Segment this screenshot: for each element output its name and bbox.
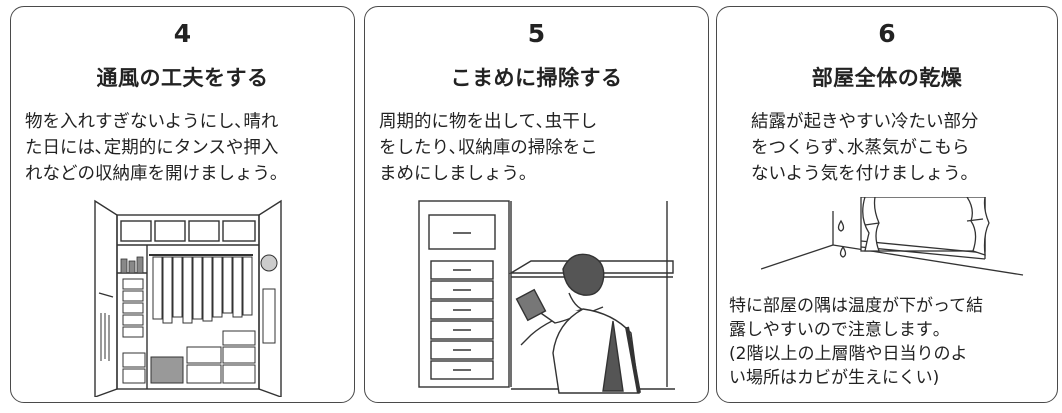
tip-title: 部屋全体の乾燥 [811,66,963,90]
tip-description: 周期的に物を出して､虫干し をしたり､収納庫の掃除をこ まめにしましょう｡ [379,112,598,184]
tip-title: こまめに掃除する [450,66,623,90]
tip-note: 特に部屋の隅は温度が下がって結 露しやすいので注意します｡ (2階以上の上層階や… [729,296,984,388]
window-condensation-icon [761,197,1024,276]
tip-card-cleaning: 5 こまめに掃除する 周期的に物を出して､虫干し をしたり､収納庫の掃除をこ ま… [364,6,709,403]
tip-number: 6 [878,19,896,48]
person-cleaning-shelf-icon [418,200,675,394]
tip-card-drying: 6 部屋全体の乾燥 結露が起きやすい冷たい部分 をつくらず､水蒸気がこもら ない… [716,6,1058,403]
tip-number: 5 [527,19,546,48]
tip-description: 物を入れすぎないようにし､晴れ た日には､定期的にタンスや押入 れなどの収納庫を… [25,112,279,184]
open-closet-icon [94,199,282,397]
tip-description: 結露が起きやすい冷たい部分 をつくらず､水蒸気がこもら ないよう気を付けましょう… [751,112,979,184]
tip-title: 通風の工夫をする [96,66,269,90]
tip-number: 4 [173,19,192,48]
tip-card-ventilation: 4 通風の工夫をする 物を入れすぎないようにし､晴れ た日には､定期的にタンスや… [10,6,355,403]
